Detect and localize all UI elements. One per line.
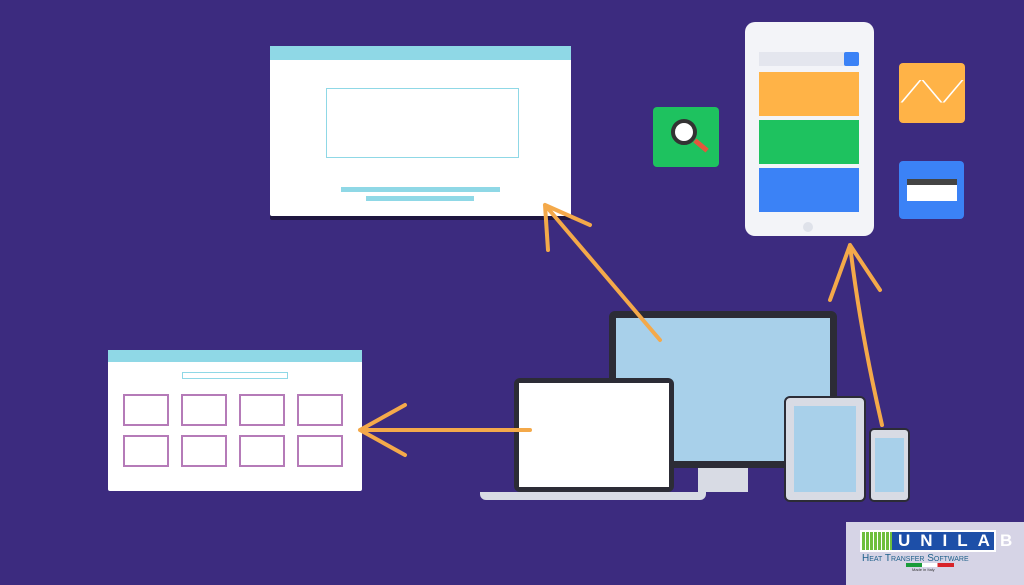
search-icon: [844, 52, 859, 66]
arrow-to-gallery: [358, 403, 532, 457]
arrow-to-phone: [828, 243, 884, 427]
card-icon: [899, 161, 964, 219]
laptop-icon: [514, 378, 674, 492]
app-gallery-window: [108, 350, 362, 491]
arrow-to-browser: [543, 203, 662, 342]
phone-wireframe: [745, 22, 874, 236]
tablet-icon: [784, 396, 866, 502]
search-icon: [653, 107, 719, 167]
italy-flag-icon: [906, 563, 954, 567]
phone-icon: [869, 428, 910, 502]
logo-grid-icon: [862, 532, 892, 550]
browser-window-wireframe: [270, 46, 571, 216]
chart-line-icon: ⟋⟍⟋: [899, 63, 965, 123]
logo-tagline: Heat Transfer Software: [862, 553, 969, 564]
logo-brand: UNILAB: [860, 530, 1012, 552]
logo-subtag: Made in Italy: [912, 567, 935, 572]
